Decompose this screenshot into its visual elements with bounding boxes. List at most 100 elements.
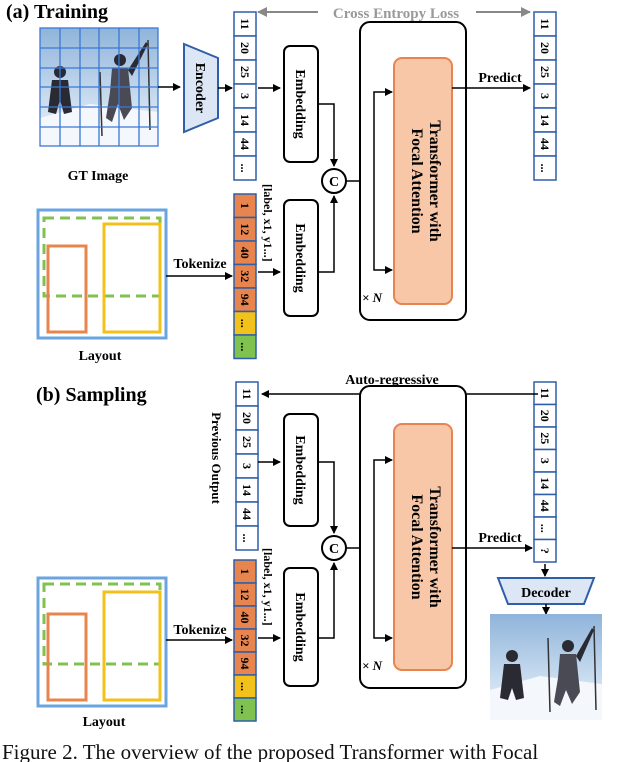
token-cell xyxy=(533,538,557,563)
token-value: ... xyxy=(538,524,552,533)
predict-label-top: Predict xyxy=(478,71,522,86)
token-value: 20 xyxy=(238,42,252,54)
token-value: 14 xyxy=(240,484,254,496)
token-value: 11 xyxy=(240,388,254,399)
token-value: 94 xyxy=(238,294,252,306)
token-value: 44 xyxy=(538,500,552,512)
token-value: 3 xyxy=(538,93,552,99)
token-value: 11 xyxy=(238,18,252,29)
cross-entropy-label: Cross Entropy Loss xyxy=(333,6,459,22)
times-n-top: × N xyxy=(362,290,383,305)
layout-label-top: Layout xyxy=(79,349,122,364)
embedding-label-sampling-top: Embedding xyxy=(292,435,307,504)
token-value: ... xyxy=(238,705,252,714)
token-value: 25 xyxy=(538,432,552,444)
token-value: 3 xyxy=(240,463,254,469)
token-value: 40 xyxy=(238,612,252,624)
arrow-emb-bottom-concat xyxy=(318,195,338,273)
token-value: 11 xyxy=(538,18,552,29)
token-value: ... xyxy=(240,534,254,543)
token-value: 44 xyxy=(238,138,252,150)
gt-image xyxy=(39,27,159,147)
encoder-label: Encoder xyxy=(192,63,207,114)
token-value: 44 xyxy=(240,508,254,520)
figure-caption: Figure 2. The overview of the proposed T… xyxy=(2,740,539,762)
embedding-block-sampling-bottom xyxy=(283,567,319,687)
token-cell xyxy=(533,155,557,181)
token-value: 14 xyxy=(238,114,252,126)
token-value: ... xyxy=(238,682,252,691)
token-value: 94 xyxy=(238,658,252,670)
residual-loop-top xyxy=(373,88,393,271)
token-cell xyxy=(233,697,257,722)
token-value: 11 xyxy=(538,388,552,399)
token-value: 12 xyxy=(238,589,252,601)
predict-label-bottom: Predict xyxy=(478,531,522,546)
layout-token-column-top: 1 12 40 32 94...... xyxy=(233,193,257,360)
token-value: 1 xyxy=(238,203,252,209)
layout-token-column-bottom: 1 12 40 32 94...... xyxy=(233,559,257,722)
transformer-label-top-1: Transformer with xyxy=(426,120,443,242)
token-value: ... xyxy=(238,342,252,351)
embedding-block-bottom xyxy=(283,199,319,317)
layout-figure-top xyxy=(36,208,168,340)
times-n-bottom: × N xyxy=(362,658,383,673)
residual-loop-bottom xyxy=(373,456,393,639)
token-cell xyxy=(235,525,259,551)
embedding-block-sampling-top xyxy=(283,413,319,527)
token-value: 32 xyxy=(238,270,252,282)
decoder-label: Decoder xyxy=(521,586,571,601)
token-value: 3 xyxy=(538,458,552,464)
image-token-column: 11 20 25 3 14 44... xyxy=(233,11,257,181)
previous-output-label: Previous Output xyxy=(209,412,224,505)
predicted-token-column: 11 20 25 3 14 44... xyxy=(533,11,557,181)
overview-diagram: (a) Training Cross Entropy Loss GT Image xyxy=(6,1,602,730)
transformer-block-top xyxy=(393,57,453,305)
transformer-label-bottom-1: Transformer with xyxy=(426,486,443,608)
token-value: 40 xyxy=(238,247,252,259)
tokenize-label-top: Tokenize xyxy=(173,257,226,272)
token-value: 14 xyxy=(538,114,552,126)
arrow-emb-s-bottom-concat xyxy=(318,562,338,639)
layout-figure-bottom xyxy=(36,576,168,708)
concat-label-bottom: C xyxy=(329,542,339,557)
token-value: ? xyxy=(538,548,552,554)
embedding-label-bottom: Embedding xyxy=(292,223,307,292)
transformer-block-bottom xyxy=(393,423,453,671)
token-cell xyxy=(233,155,257,181)
tokenize-label-bottom: Tokenize xyxy=(173,623,226,638)
token-value: 20 xyxy=(538,42,552,54)
arrow-emb-s-top-concat xyxy=(318,461,338,534)
encoder-block xyxy=(183,42,219,134)
token-value: 44 xyxy=(538,138,552,150)
decoder-block xyxy=(496,577,596,605)
gt-image-label: GT Image xyxy=(68,169,129,184)
previous-output-column: 11 20 25 3 14 44... xyxy=(235,381,259,551)
token-value: ... xyxy=(238,319,252,328)
token-value: ... xyxy=(238,164,252,173)
token-value: 25 xyxy=(240,436,254,448)
embedding-label-top: Embedding xyxy=(292,69,307,138)
layout-format-bottom: [label, x1, y1...] xyxy=(261,548,275,626)
token-value: 12 xyxy=(238,223,252,235)
generated-image xyxy=(490,614,602,720)
embedding-label-sampling-bottom: Embedding xyxy=(292,592,307,661)
token-value: 25 xyxy=(238,66,252,78)
token-value: 32 xyxy=(238,635,252,647)
token-cell xyxy=(233,334,257,360)
token-value: 25 xyxy=(538,66,552,78)
layout-label-bottom: Layout xyxy=(83,715,126,730)
token-value: 20 xyxy=(538,410,552,422)
auto-regressive-label: Auto-regressive xyxy=(345,373,439,388)
token-value: 1 xyxy=(238,569,252,575)
token-value: 20 xyxy=(240,412,254,424)
section-title-training: (a) Training xyxy=(6,1,108,23)
transformer-label-bottom-2: Focal Attention xyxy=(408,494,425,599)
concat-label-top: C xyxy=(329,175,339,190)
token-value: ... xyxy=(538,164,552,173)
token-value: 3 xyxy=(238,93,252,99)
layout-format-top: [label, x1, y1...] xyxy=(261,184,275,262)
transformer-label-top-2: Focal Attention xyxy=(408,128,425,233)
section-title-sampling: (b) Sampling xyxy=(36,384,147,406)
